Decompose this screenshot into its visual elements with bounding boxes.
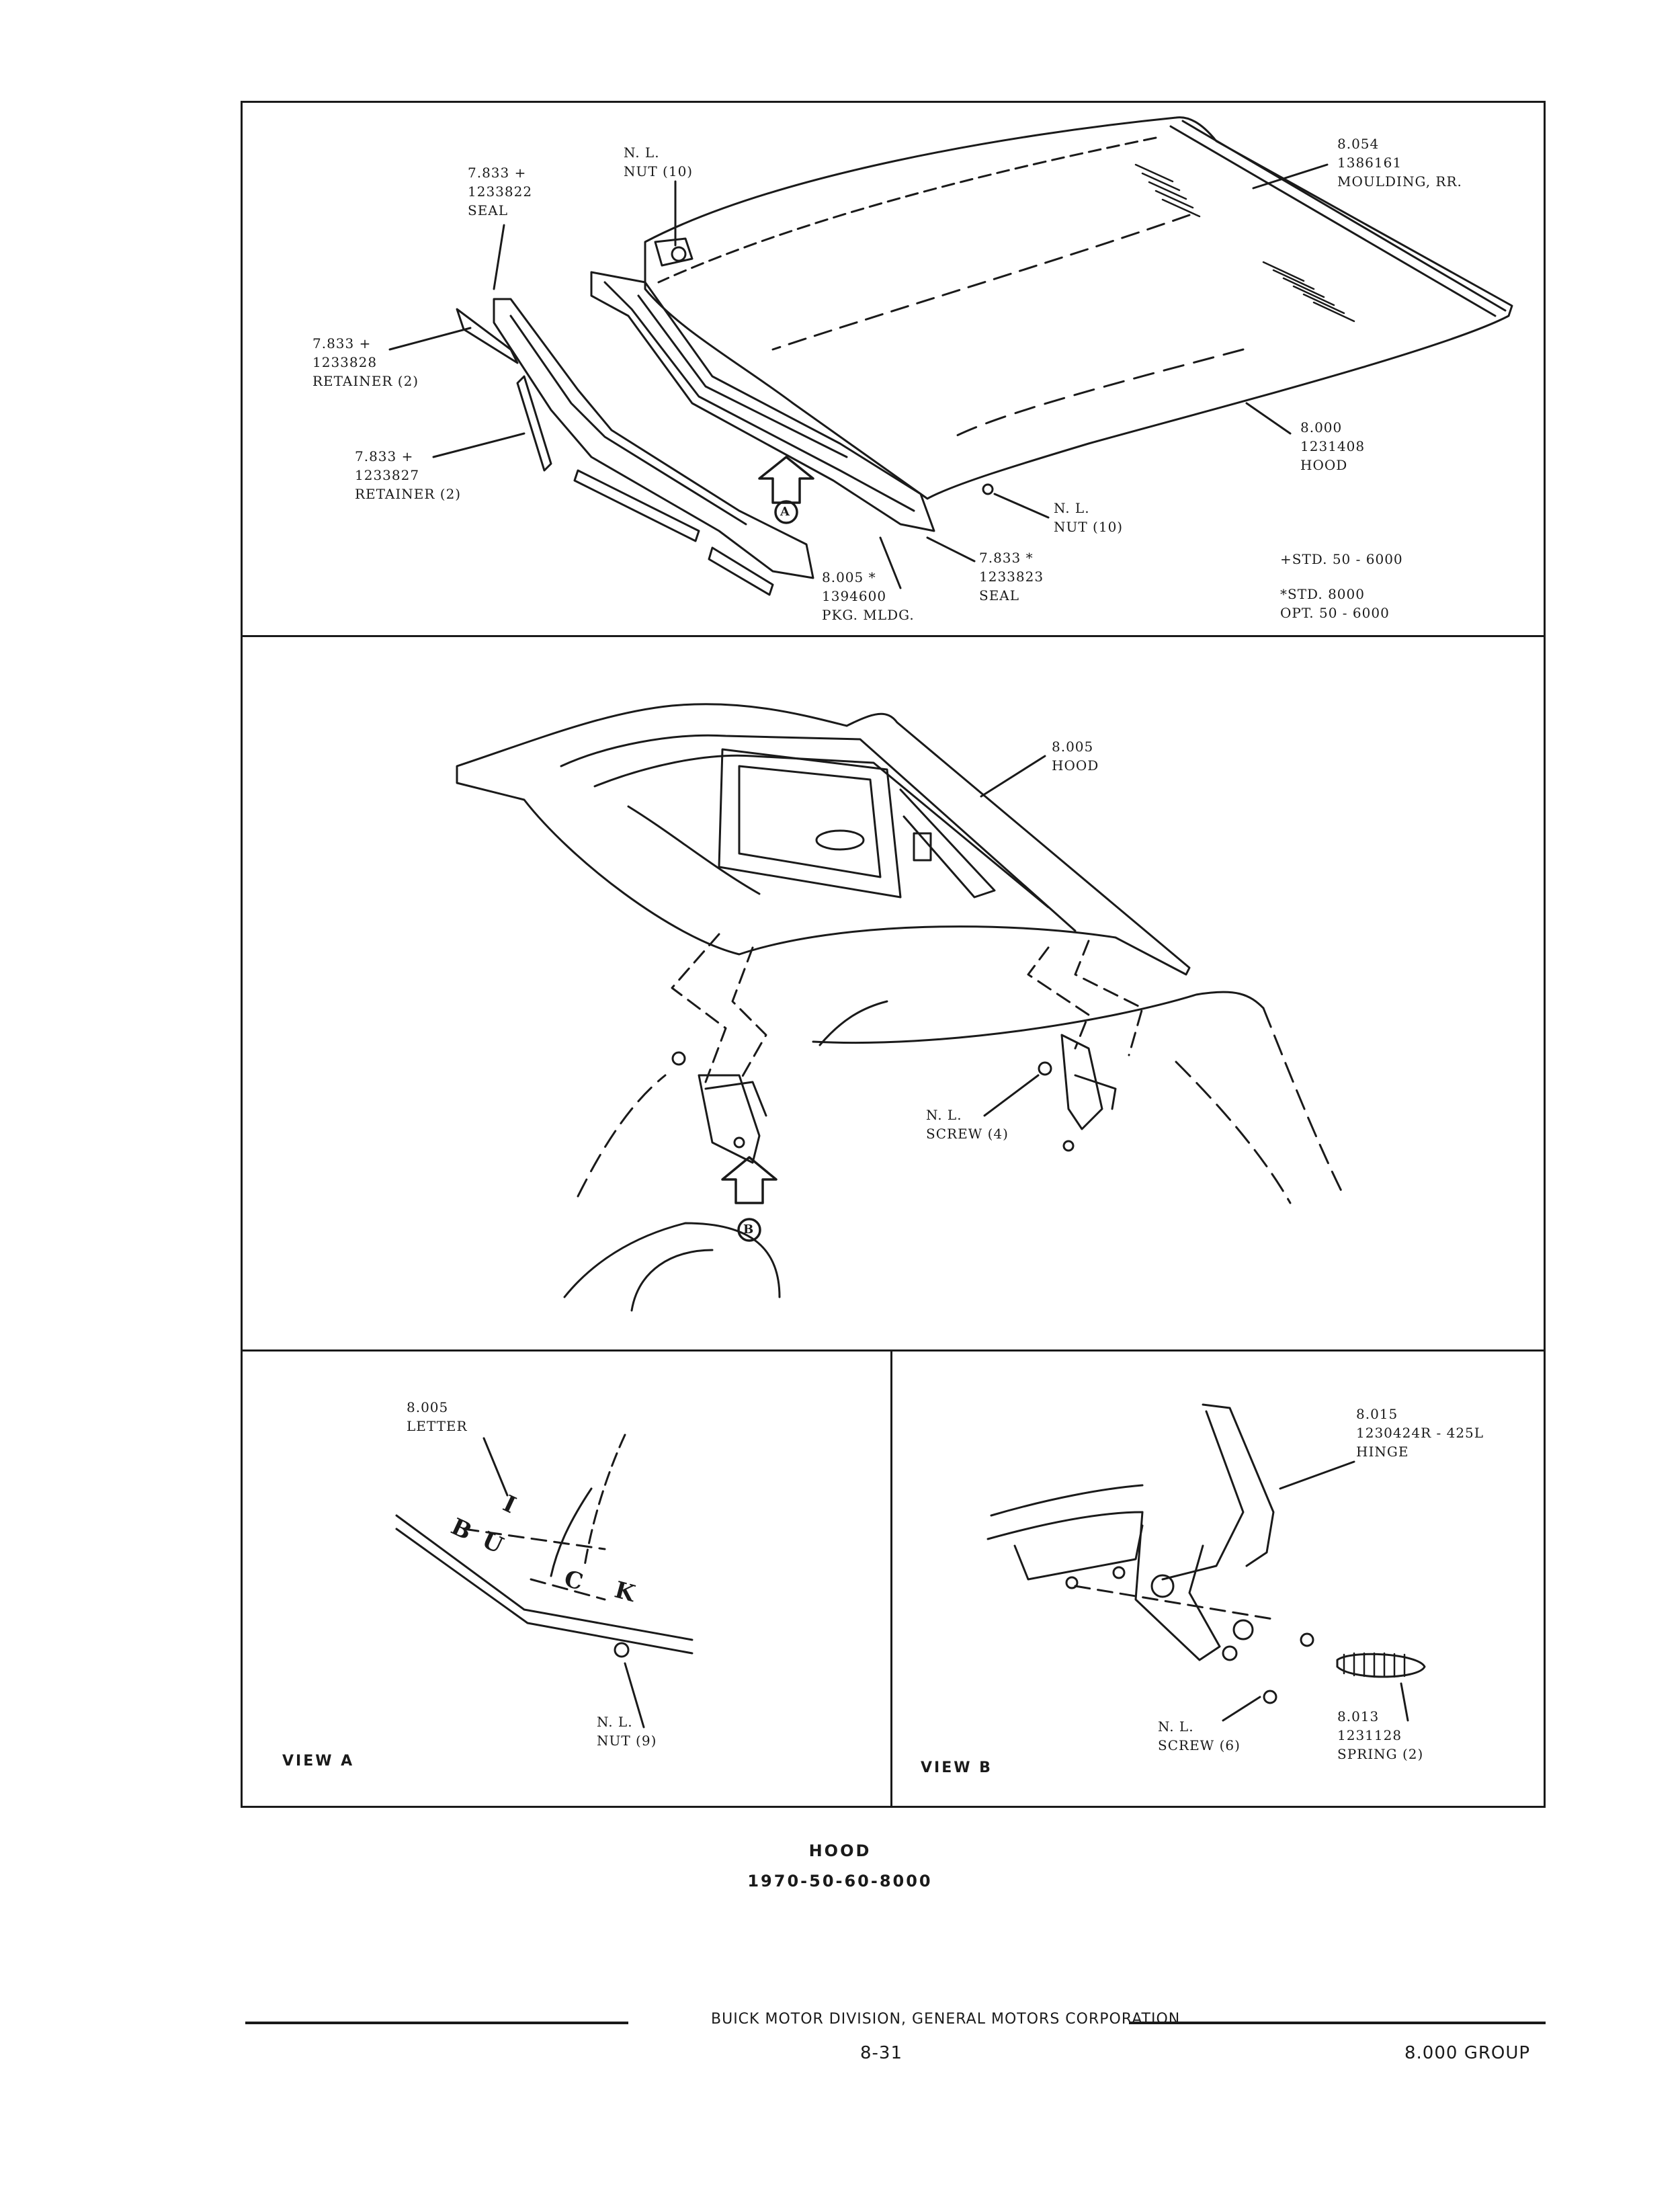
panel-view-b [890,1349,1546,1808]
label-screw-4: N. L. SCREW (4) [926,1107,1009,1142]
view-b-title: VIEW B [921,1759,993,1776]
label-nut-bottom: N. L. NUT (10) [1054,500,1124,535]
footer-rule-right [1129,2022,1546,2024]
footer-page-number: 8-31 [860,2043,903,2063]
label-nut-top: N. L. NUT (10) [624,144,694,179]
footer-division: BUICK MOTOR DIVISION, GENERAL MOTORS COR… [711,2011,1181,2028]
label-retainer-2: 7.833 + 1233827 RETAINER (2) [355,448,462,502]
label-retainer-1: 7.833 + 1233828 RETAINER (2) [312,335,419,389]
hood-exterior-drawing [388,116,1513,596]
figure-title: HOOD [808,1841,872,1860]
label-moulding: 8.054 1386161 MOULDING, RR. [1337,136,1462,190]
label-hood-8000: 8.000 1231408 HOOD [1300,419,1366,473]
label-hinge: 8.015 1230424R - 425L HINGE [1356,1406,1484,1460]
label-seal-bottom: 7.833 * 1233823 SEAL [979,550,1044,604]
view-b-drawing [986,1403,1426,1722]
label-nut-9: N. L. NUT (9) [597,1714,657,1749]
label-seal-top: 7.833 + 1233822 SEAL [468,165,533,218]
footer-group: 8.000 GROUP [1404,2043,1531,2063]
label-spring: 8.013 1231128 SPRING (2) [1337,1708,1424,1762]
label-letter: 8.005 LETTER [407,1399,468,1434]
label-pkg-mldg: 8.005 * 1394600 PKG. MLDG. [822,569,915,623]
letter-k: K [612,1576,639,1608]
figure-subtitle: 1970-50-60-8000 [747,1872,933,1890]
hood-underside-drawing [456,703,1345,1312]
view-a-title: VIEW A [282,1753,355,1770]
note-std: +STD. 50 - 6000 [1280,551,1403,567]
note-opt: *STD. 8000 OPT. 50 - 6000 [1280,586,1390,621]
label-screw-6: N. L. SCREW (6) [1158,1718,1241,1753]
label-hood-8005: 8.005 HOOD [1052,739,1099,774]
footer-rule-left [245,2022,628,2024]
view-a-drawing [395,1433,694,1729]
callout-a: A [780,505,790,519]
callout-b: B [743,1222,755,1237]
